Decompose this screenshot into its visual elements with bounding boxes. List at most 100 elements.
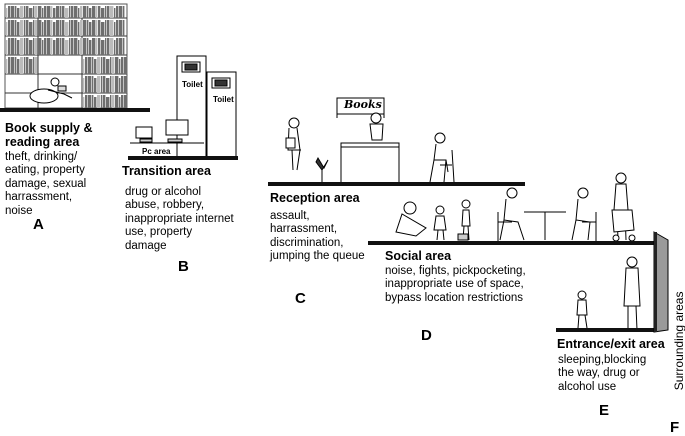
book-spine — [17, 8, 20, 18]
book-spine — [103, 76, 106, 93]
toilet-sign-1: Toilet — [182, 80, 203, 89]
book-spine — [119, 20, 123, 36]
area-a-title-2: reading area — [5, 135, 80, 149]
book-spine — [69, 20, 71, 36]
area-c-letter: C — [295, 290, 306, 307]
book-spine — [17, 40, 20, 55]
book-spine — [121, 76, 124, 93]
book-spine — [101, 40, 105, 55]
area-e-line: the way, drug or — [558, 367, 640, 380]
book-spine — [98, 38, 101, 55]
platform-d — [368, 241, 654, 245]
book-spine — [83, 20, 87, 36]
area-d-line: bypass location restrictions — [385, 291, 524, 304]
book-spine — [115, 76, 119, 93]
book-spine — [114, 40, 116, 55]
book-spine — [88, 76, 92, 93]
book-spine — [89, 8, 92, 18]
plant-icon — [315, 156, 329, 182]
book-spine — [107, 20, 110, 36]
book-spine — [65, 22, 69, 36]
platform-a — [0, 108, 150, 112]
area-b-letter: B — [178, 258, 189, 275]
book-spine — [35, 6, 38, 18]
book-spine — [69, 38, 71, 55]
book-spine — [20, 38, 24, 55]
area-e-title: Entrance/exit area — [557, 337, 665, 351]
book-spine — [106, 78, 110, 93]
book-spine — [24, 38, 26, 55]
book-spine — [123, 6, 125, 18]
computer-icon — [130, 119, 204, 144]
book-spine — [83, 6, 87, 18]
book-spine — [78, 22, 80, 36]
book-spine — [92, 20, 96, 36]
book-spine — [35, 38, 38, 55]
book-spine — [124, 57, 128, 74]
book-spine — [35, 20, 38, 36]
platform-c — [268, 182, 525, 186]
book-spine — [119, 78, 121, 93]
book-spine — [123, 20, 125, 36]
book-spine — [110, 57, 112, 74]
book-spine — [6, 22, 8, 36]
seated-person-icon — [429, 132, 455, 183]
book-spine — [42, 40, 44, 55]
book-spine — [92, 6, 96, 18]
book-spine — [71, 6, 74, 18]
area-e-line: alcohol use — [558, 380, 617, 393]
book-spine — [112, 57, 115, 74]
book-spine — [15, 38, 17, 55]
book-spine — [119, 59, 121, 74]
area-e-description: sleeping,blocking the way, drug or alcoh… — [558, 354, 646, 394]
book-spine — [74, 38, 78, 55]
area-c-description: assault, harrassment, discrimination, ju… — [270, 210, 365, 264]
book-spine — [26, 57, 29, 74]
book-spine — [116, 20, 119, 36]
book-spine — [15, 20, 17, 36]
pc-area-label: Pc area — [142, 147, 171, 156]
area-a-line: theft, drinking/ — [5, 151, 78, 163]
area-a-line: eating, property — [5, 164, 85, 177]
book-spine — [51, 20, 53, 36]
book-spine — [107, 38, 110, 55]
book-spine — [29, 40, 33, 55]
book-spine — [47, 6, 51, 18]
area-b-line: inappropriate internet — [125, 212, 234, 225]
book-spine — [38, 20, 42, 36]
book-spine — [71, 38, 74, 55]
area-c-line: jumping the queue — [270, 250, 365, 263]
book-spine — [106, 97, 110, 108]
book-spine — [51, 6, 53, 18]
book-spine — [33, 38, 35, 55]
book-spine — [29, 59, 33, 74]
book-spine — [53, 40, 56, 55]
book-spine — [85, 57, 88, 74]
book-spine — [38, 38, 42, 55]
book-spine — [97, 57, 101, 74]
book-spine — [87, 20, 89, 36]
book-spine — [17, 22, 20, 36]
book-spine — [11, 20, 15, 36]
book-spine — [88, 57, 92, 74]
book-rows — [6, 6, 128, 108]
area-b-line: abuse, robbery, — [125, 199, 205, 212]
book-spine — [83, 97, 85, 108]
book-spine — [44, 6, 47, 18]
book-spine — [24, 57, 26, 74]
book-spine — [92, 57, 94, 74]
person-icon — [285, 117, 301, 171]
area-f-label: Surrounding areas — [672, 291, 685, 391]
book-spine — [24, 20, 26, 36]
book-spine — [29, 22, 33, 36]
book-spine — [33, 6, 35, 18]
book-spine — [80, 6, 83, 18]
book-spine — [11, 57, 15, 74]
book-spine — [107, 6, 110, 18]
book-spine — [83, 38, 87, 55]
book-spine — [26, 6, 29, 18]
area-c-title: Reception area — [270, 191, 360, 205]
book-spine — [20, 6, 24, 18]
book-spine — [35, 57, 38, 74]
